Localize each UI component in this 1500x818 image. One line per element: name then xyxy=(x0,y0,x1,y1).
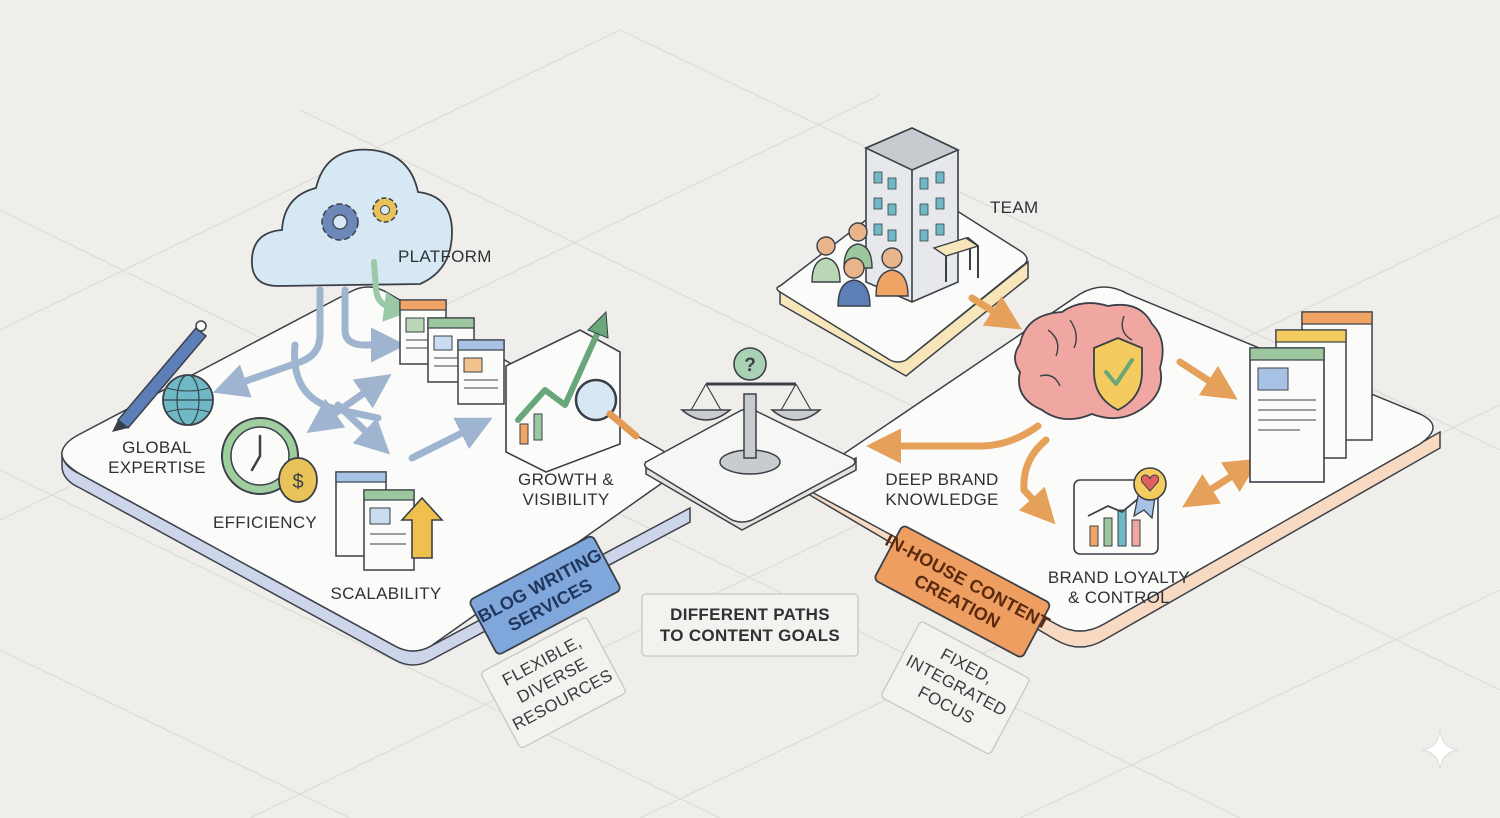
dollar-sign: $ xyxy=(292,471,303,493)
efficiency-label: EFFICIENCY xyxy=(213,513,317,532)
question-mark: ? xyxy=(744,355,756,376)
pen-globe-icon xyxy=(112,320,214,432)
center-caption-line2: TO CONTENT GOALS xyxy=(660,626,840,645)
platform-label: PLATFORM xyxy=(398,247,492,266)
center-caption-line1: DIFFERENT PATHS xyxy=(670,605,830,624)
platform-arrow xyxy=(371,259,414,322)
growth-visibility-label-line1: GROWTH & xyxy=(518,470,614,489)
global-expertise-label-line2: EXPERTISE xyxy=(108,458,206,477)
team-people-icon xyxy=(811,222,909,307)
deep-brand-label-line2: KNOWLEDGE xyxy=(885,490,998,509)
team-label: TEAM xyxy=(990,198,1038,217)
balance-scale-icon: ? xyxy=(679,347,823,475)
scalability-label: SCALABILITY xyxy=(330,584,441,603)
flow-arrows-left xyxy=(212,286,493,462)
brain-shield-icon xyxy=(1014,302,1164,420)
growth-visibility-label-line2: VISIBILITY xyxy=(522,490,609,509)
cloud-gear-icon xyxy=(251,148,453,287)
brand-documents-icon xyxy=(1249,311,1373,483)
center-caption: DIFFERENT PATHS TO CONTENT GOALS xyxy=(641,593,859,657)
clock-coin-icon: $ xyxy=(221,417,318,503)
brand-loyalty-label-line2: & CONTROL xyxy=(1068,588,1170,607)
flow-arrows-right xyxy=(866,294,1260,525)
growth-chart-icon xyxy=(505,310,640,473)
loyalty-chart-icon xyxy=(1073,467,1167,555)
sparkle-icon xyxy=(1421,729,1459,771)
platform-documents-icon xyxy=(399,299,505,405)
scalability-documents-icon xyxy=(335,471,444,571)
blog-writing-services-tag: BLOG WRITING SERVICES xyxy=(469,535,621,655)
flexible-resources-note: FLEXIBLE, DIVERSE RESOURCES xyxy=(481,617,626,749)
brand-loyalty-label-line1: BRAND LOYALTY xyxy=(1048,568,1190,587)
global-expertise-label-line1: GLOBAL xyxy=(122,438,192,457)
deep-brand-label-line1: DEEP BRAND xyxy=(885,470,998,489)
